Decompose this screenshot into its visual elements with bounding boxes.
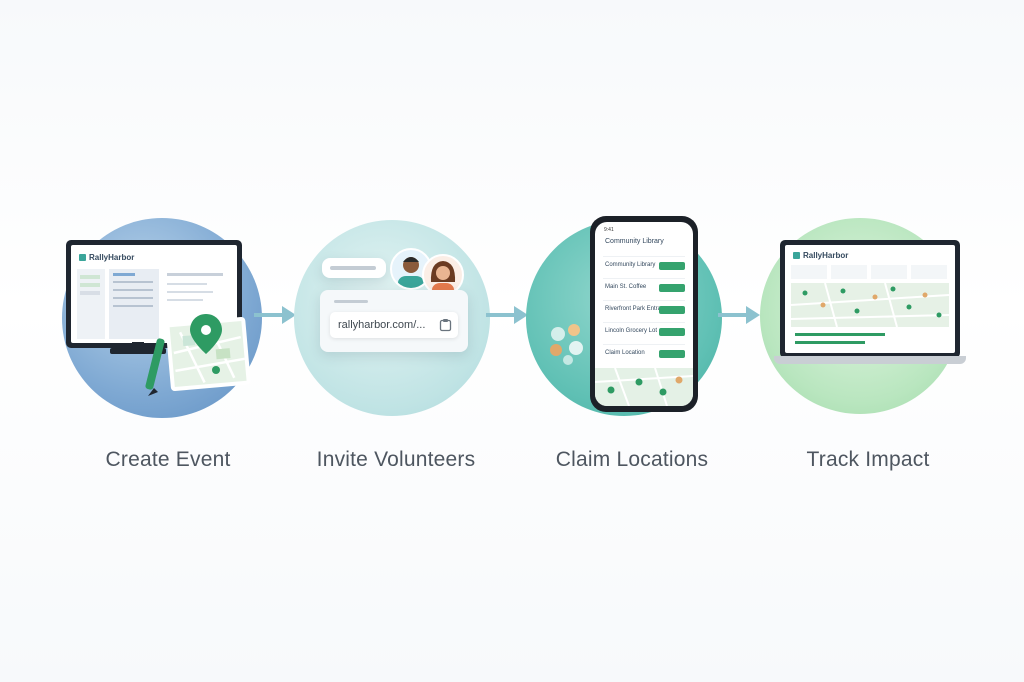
brand-logo: RallyHarbor [79, 253, 134, 262]
map-pin-icon [190, 314, 222, 374]
claim-button[interactable] [659, 306, 685, 314]
step-label-invite-volunteers: Invite Volunteers [316, 448, 476, 471]
laptop: RallyHarbor [774, 240, 966, 364]
desktop-monitor: RallyHarbor [66, 240, 242, 348]
location-cluster-illustration [550, 324, 583, 365]
event-map-card [165, 314, 251, 392]
location-row[interactable]: Claim Location [603, 344, 685, 367]
location-row[interactable]: Riverfront Park Entrance [603, 300, 685, 323]
smartphone: 9:41 Community Library Community Library… [590, 216, 698, 412]
phone-map [595, 368, 693, 406]
pen-icon [145, 338, 165, 396]
brand-logo: RallyHarbor [793, 251, 848, 260]
claim-button[interactable] [659, 284, 685, 292]
claim-button[interactable] [659, 328, 685, 336]
step-label-create-event: Create Event [105, 448, 231, 471]
arrow-right-icon [716, 302, 762, 333]
invite-link-panel: rallyharbor.com/... [320, 290, 468, 352]
location-row[interactable]: Community Library [603, 256, 685, 279]
arrow-right-icon [484, 302, 530, 333]
invite-link-field[interactable]: rallyharbor.com/... [330, 312, 458, 338]
location-row[interactable]: Lincoln Grocery Lot [603, 322, 685, 345]
invite-url: rallyharbor.com/... [338, 319, 426, 331]
clipboard-icon[interactable] [439, 318, 452, 332]
location-row[interactable]: Main St. Coffee [603, 278, 685, 301]
phone-header: Community Library [605, 238, 664, 245]
step-label-track-impact: Track Impact [806, 448, 930, 471]
step-claim-locations: 9:41 Community Library Community Library… [526, 216, 722, 416]
arrow-right-icon [252, 302, 298, 333]
step-create-event: RallyHarbor [62, 218, 262, 418]
event-form-illustration [77, 269, 223, 339]
message-bubble [322, 258, 386, 278]
step-label-claim-locations: Claim Locations [555, 448, 709, 471]
claim-button[interactable] [659, 350, 685, 358]
impact-dashboard [790, 265, 950, 344]
step-invite-volunteers: rallyharbor.com/... [294, 220, 490, 416]
step-track-impact: RallyHarbor [760, 218, 966, 414]
claim-button[interactable] [659, 262, 685, 270]
